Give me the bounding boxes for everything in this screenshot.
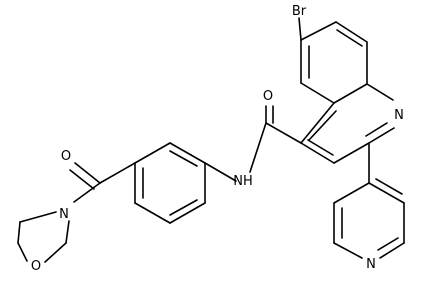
bond-c7-c8 <box>335 21 368 43</box>
bond-camide-n <box>249 122 267 173</box>
bond-c4-c4a <box>300 102 335 144</box>
atom-o-carbonyl-amide: O <box>263 89 273 104</box>
bond-c3-c4-inner <box>307 139 334 156</box>
bond-pyr-1-inner <box>375 178 403 195</box>
bond-ph-1-inner <box>169 150 198 167</box>
bond-ph-5-inner <box>169 199 198 216</box>
atom-o-carbonyl-morpholine: O <box>61 149 71 164</box>
bond-br-c6 <box>298 17 302 41</box>
bond-pyr-6 <box>333 182 370 204</box>
atom-o-morpholine: O <box>31 259 41 274</box>
bond-n1-c2-inner <box>365 122 388 137</box>
atom-n-quinoline: N <box>394 108 404 123</box>
bond-mor-5 <box>19 211 57 223</box>
bond-ph-5 <box>169 202 206 224</box>
bond-mor-1 <box>65 220 70 244</box>
bond-c3-c4 <box>300 142 335 164</box>
atom-nh: NH <box>233 174 253 189</box>
bond-c6-c7 <box>300 21 337 41</box>
bond-c8a-c4a <box>333 83 368 104</box>
atom-n-morpholine: N <box>59 207 69 222</box>
bond-c2-c3 <box>333 142 370 164</box>
bond-mor-2 <box>44 242 67 263</box>
bond-ph-2 <box>134 142 171 164</box>
bond-n-aryl <box>204 162 237 182</box>
bond-ph-4 <box>134 202 171 224</box>
bond-ph-ccarbonyl <box>99 162 136 184</box>
bond-c8a-n1 <box>366 83 394 101</box>
bond-pyr-3-inner <box>377 237 399 251</box>
bond-ph-1 <box>169 142 206 164</box>
bond-pyr-3 <box>379 242 405 259</box>
bond-c4-camide <box>265 122 302 144</box>
bond-ccarbonyl-o <box>74 162 101 184</box>
bonds <box>17 17 405 263</box>
bond-c7-c8-inner <box>336 29 363 47</box>
atom-n-pyridine: N <box>366 257 376 272</box>
bond-mor-4 <box>17 221 21 244</box>
bond-n1-c2 <box>368 127 395 144</box>
atom-br: Br <box>292 4 307 19</box>
bond-ccarbonyl-n <box>73 182 101 203</box>
bond-pyr-4 <box>333 242 363 259</box>
bond-c4a-c5 <box>300 82 335 104</box>
bond-c4-c4a-inner <box>308 110 337 141</box>
bond-pyr-1 <box>368 182 405 204</box>
atom-labels: Br O NH N O N O N <box>31 4 404 274</box>
bond-ccarbonyl-o-double <box>69 169 95 190</box>
bond-mor-3 <box>17 242 28 262</box>
